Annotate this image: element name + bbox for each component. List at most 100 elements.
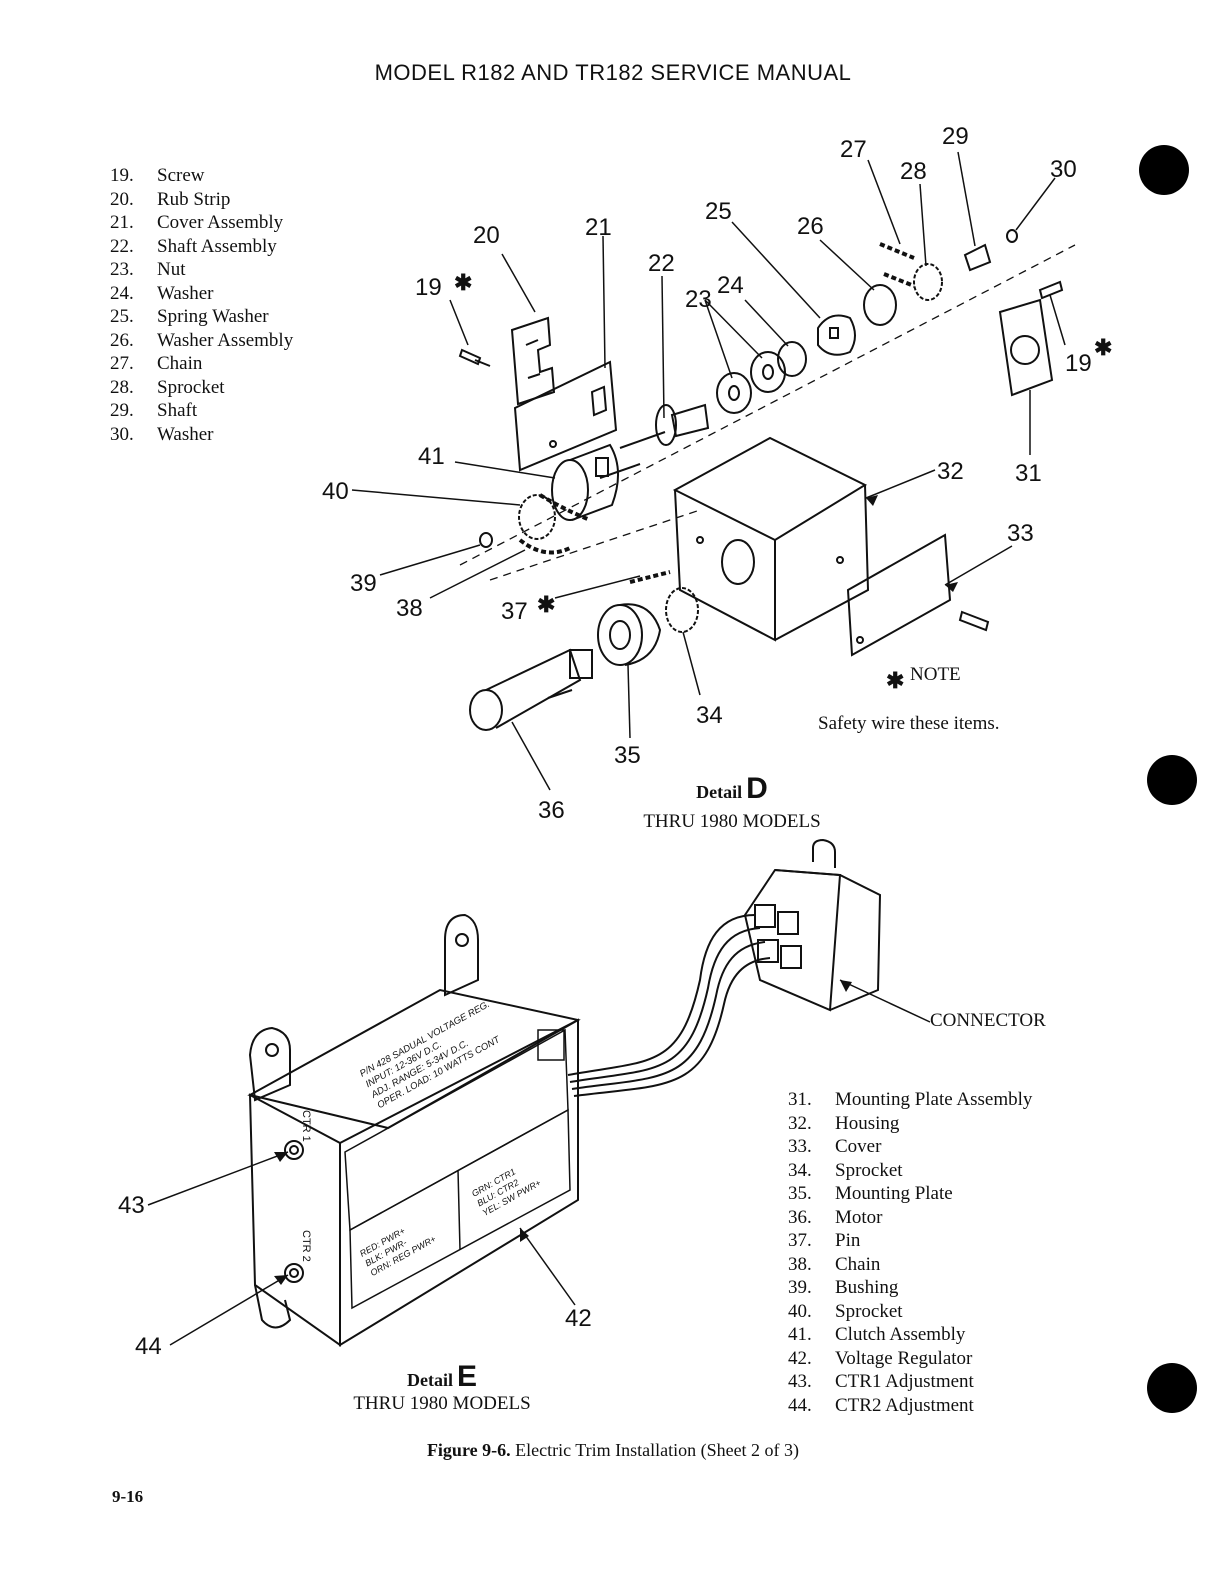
callout-27: 27 xyxy=(840,136,867,163)
figure-caption: Figure 9-6. Electric Trim Installation (… xyxy=(426,1440,800,1460)
callout-44: 44 xyxy=(135,1333,162,1360)
legend-item: 30.Washer xyxy=(110,423,214,445)
legend-item: 39.Bushing xyxy=(788,1277,899,1298)
svg-text:✱: ✱ xyxy=(454,270,472,295)
legend-item: 34.Sprocket xyxy=(788,1159,903,1181)
callout-19-right: 19 xyxy=(1065,350,1092,377)
washer-assembly-part xyxy=(863,284,897,326)
spring-washer-part xyxy=(817,314,856,356)
callout-38: 38 xyxy=(396,595,423,622)
shaft-washer-parts xyxy=(963,229,1018,272)
callout-26: 26 xyxy=(797,213,824,240)
legend-item: 33.Cover xyxy=(788,1136,882,1157)
wire-harness-part xyxy=(567,914,771,1097)
legend-item: 26.Washer Assembly xyxy=(110,329,294,351)
legend-item: 32.Housing xyxy=(788,1112,900,1134)
callout-28: 28 xyxy=(900,158,927,185)
asterisk-marks: ✱ ✱ ✱ ✱ xyxy=(454,270,1112,693)
svg-text:✱: ✱ xyxy=(886,668,904,693)
axis-lines xyxy=(459,244,1076,581)
connector-part xyxy=(743,838,882,1012)
callout-21: 21 xyxy=(585,214,612,241)
legend-item: 24.Washer xyxy=(110,282,214,304)
legend-item: 25.Spring Washer xyxy=(110,306,269,327)
mounting-plate-35-part xyxy=(597,603,662,666)
punch-hole-top xyxy=(1139,145,1189,195)
legend-item: 42.Voltage Regulator xyxy=(788,1347,973,1369)
regulator-side-ctr1: CTR 1 xyxy=(300,1110,312,1142)
legend-item: 29.Shaft xyxy=(110,400,198,421)
callout-34: 34 xyxy=(696,702,723,729)
clutch-assembly-part xyxy=(551,443,641,521)
callout-32: 32 xyxy=(937,458,964,485)
legend-item: 35.Mounting Plate xyxy=(788,1183,953,1204)
detail-d-title: Detail D xyxy=(696,772,768,805)
legend-item: 19.Screw xyxy=(110,165,205,186)
cover-assembly-part xyxy=(513,360,618,472)
voltage-regulator-part xyxy=(247,913,581,1347)
detail-e-subtitle: THRU 1980 MODELS xyxy=(353,1393,531,1414)
callout-41: 41 xyxy=(418,443,445,470)
callout-20: 20 xyxy=(473,222,500,249)
callout-29: 29 xyxy=(942,123,969,150)
punch-hole-bottom xyxy=(1147,1363,1197,1413)
shaft-assembly-part xyxy=(619,403,710,449)
callout-39: 39 xyxy=(350,570,377,597)
mounting-plate-assembly-part xyxy=(998,298,1054,397)
legend-item: 44.CTR2 Adjustment xyxy=(788,1394,974,1416)
legend-item: 20.Rub Strip xyxy=(110,188,231,210)
leader-lines-top xyxy=(351,151,1066,791)
callout-25: 25 xyxy=(705,198,732,225)
detail-e-title: Detail E xyxy=(407,1360,477,1393)
screw-19-right-part xyxy=(1038,280,1064,300)
connector-label: CONNECTOR xyxy=(930,1010,1046,1031)
legend-item: 27.Chain xyxy=(110,353,203,374)
legend-item: 41.Clutch Assembly xyxy=(788,1324,966,1345)
legend-item: 22.Shaft Assembly xyxy=(110,235,277,257)
leader-lines-bottom xyxy=(147,979,931,1346)
detail-d-subtitle: THRU 1980 MODELS xyxy=(643,811,821,832)
nut-washer-parts xyxy=(716,341,807,414)
callout-31: 31 xyxy=(1015,460,1042,487)
callout-22: 22 xyxy=(648,250,675,277)
callout-40: 40 xyxy=(322,478,349,505)
legend-item: 28.Sprocket xyxy=(110,376,225,398)
callout-36: 36 xyxy=(538,797,565,824)
svg-text:✱: ✱ xyxy=(537,592,555,617)
cover-part xyxy=(846,533,990,657)
note-text: Safety wire these items. xyxy=(818,713,1000,734)
punch-hole-middle xyxy=(1147,755,1197,805)
callout-19-left: 19 xyxy=(415,274,442,301)
legend-item: 37.Pin xyxy=(788,1230,861,1251)
legend-item: 38.Chain xyxy=(788,1253,881,1275)
legend-item: 21.Cover Assembly xyxy=(110,212,284,233)
page-header: MODEL R182 AND TR182 SERVICE MANUAL xyxy=(374,60,852,85)
sprocket-chain-left-part xyxy=(479,493,591,555)
sprocket-34-part xyxy=(629,570,699,633)
legend-item: 40.Sprocket xyxy=(788,1300,903,1322)
legend-item: 31.Mounting Plate Assembly xyxy=(788,1089,1033,1110)
screw-19-left-part xyxy=(458,348,491,367)
legend-item: 23.Nut xyxy=(110,259,186,280)
arrowheads xyxy=(274,495,958,1285)
svg-text:✱: ✱ xyxy=(1094,335,1112,360)
callout-42: 42 xyxy=(565,1305,592,1332)
regulator-side-ctr2: CTR 2 xyxy=(300,1230,312,1262)
callout-23: 23 xyxy=(685,286,712,313)
callout-33: 33 xyxy=(1007,520,1034,547)
housing-part xyxy=(672,436,870,642)
motor-part xyxy=(469,648,593,731)
legend-bottom: 31.Mounting Plate Assembly 32.Housing 33… xyxy=(788,1088,1032,1417)
callout-43: 43 xyxy=(118,1192,145,1219)
legend-item: 43.CTR1 Adjustment xyxy=(788,1371,974,1392)
legend-top: 19.Screw 20.Rub Strip 21.Cover Assembly … xyxy=(110,164,293,446)
callout-35: 35 xyxy=(614,742,641,769)
chain-sprocket-top-part xyxy=(879,242,943,301)
callout-37: 37 xyxy=(501,598,528,625)
page-number: 9-16 xyxy=(112,1487,144,1506)
legend-item: 36.Motor xyxy=(788,1206,883,1228)
callout-30: 30 xyxy=(1050,156,1077,183)
callout-24: 24 xyxy=(717,272,744,299)
note-label: NOTE xyxy=(910,664,961,685)
